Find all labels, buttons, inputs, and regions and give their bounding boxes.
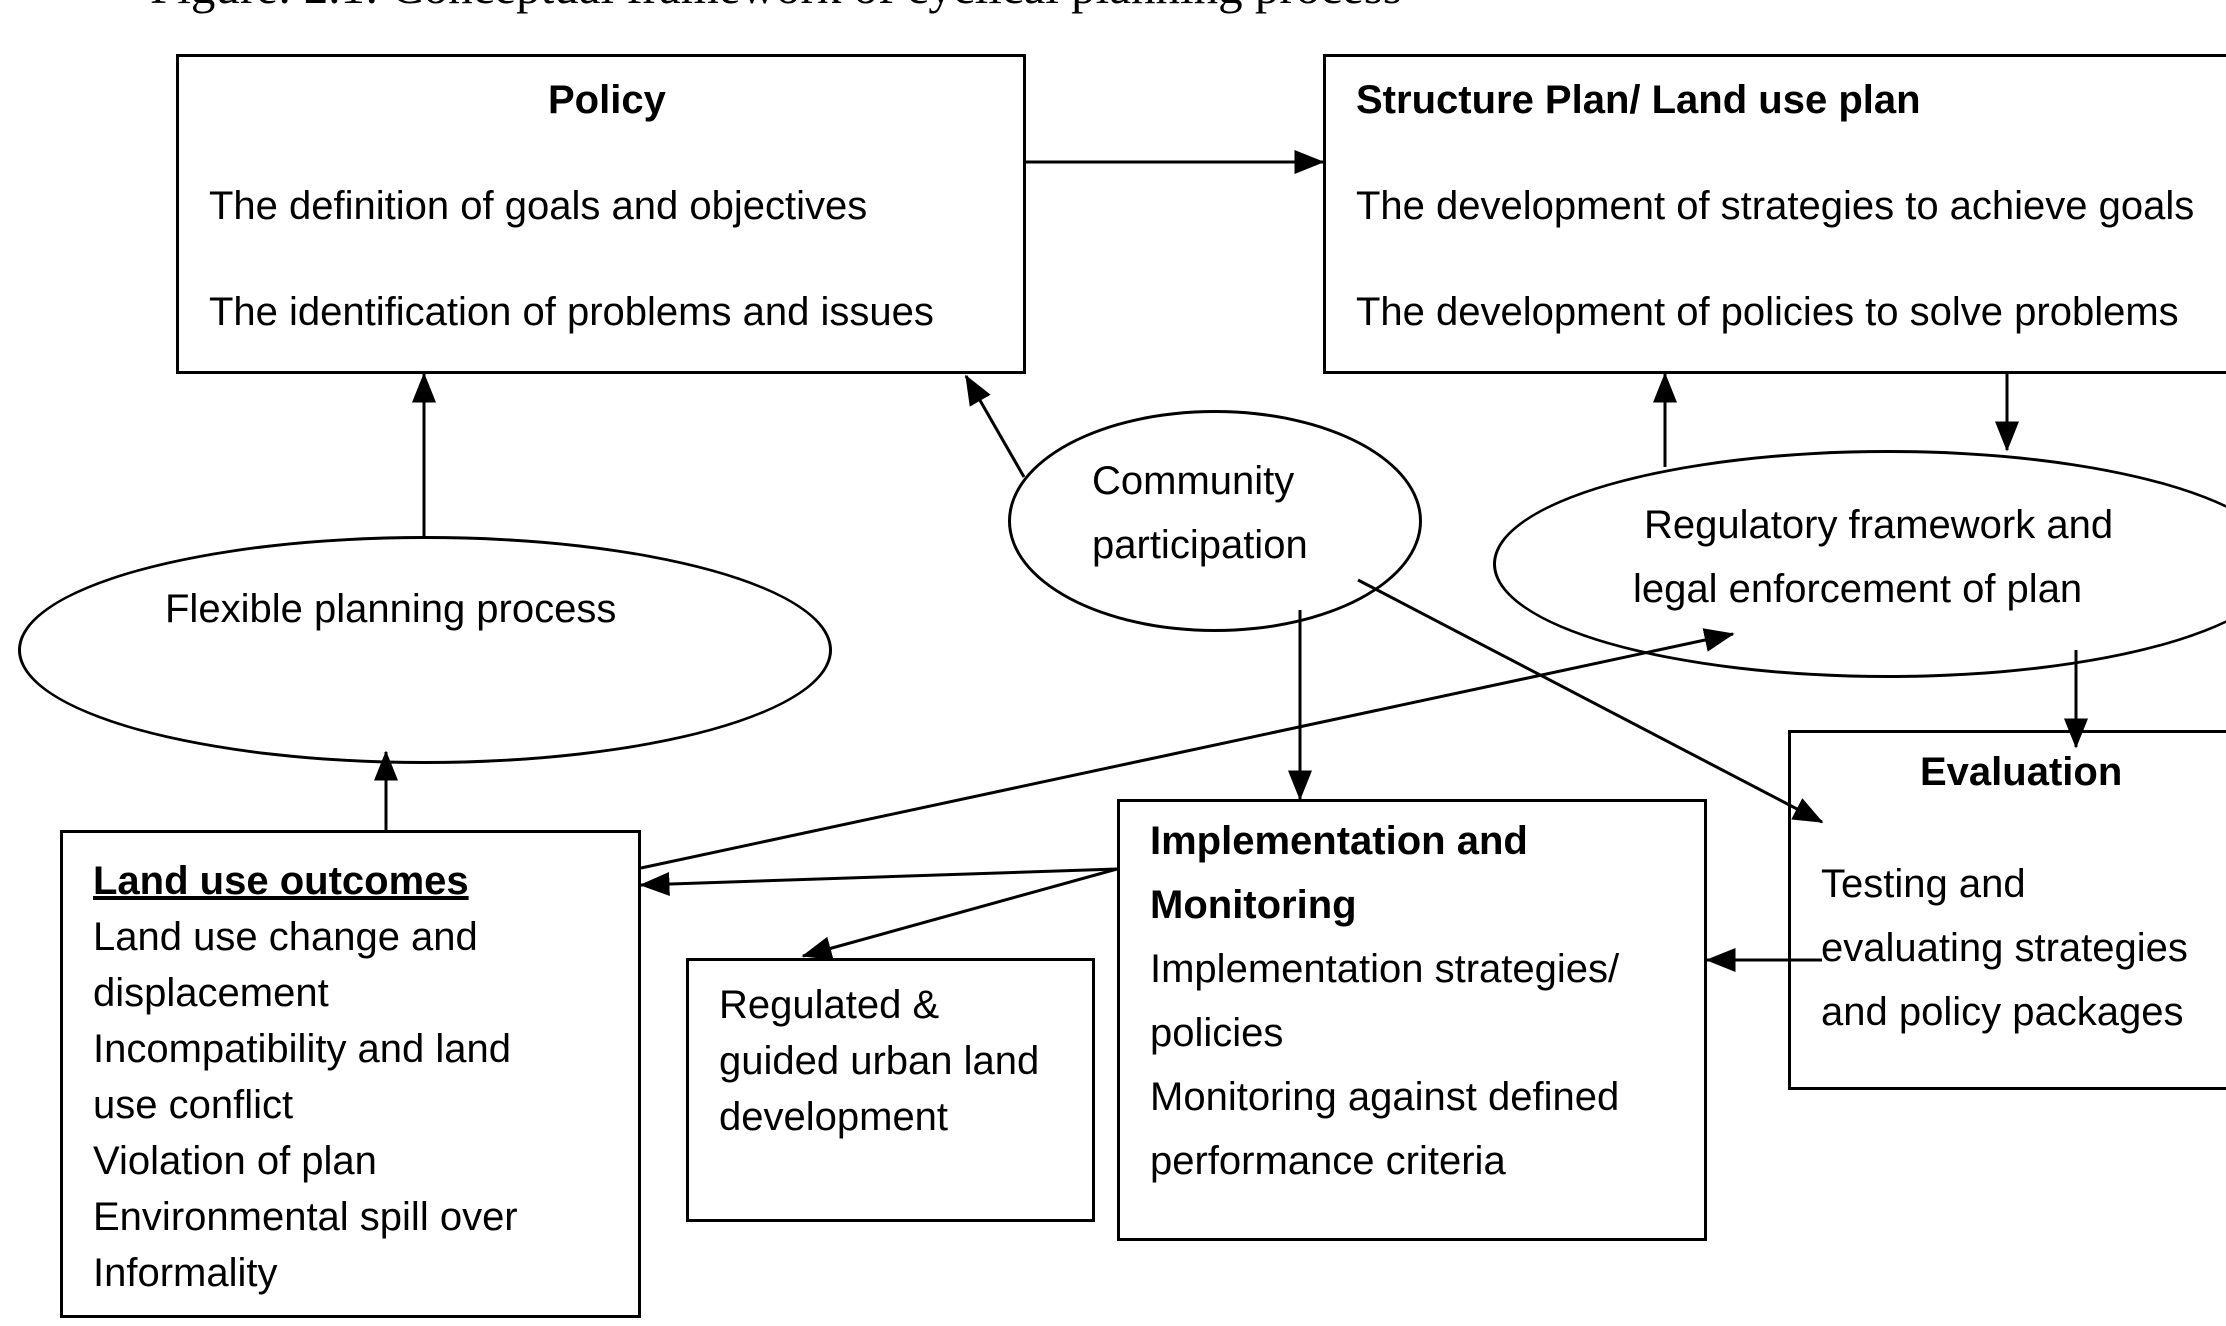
structure-plan-box: Structure Plan/ Land use plan The develo…: [1323, 54, 2226, 374]
arrow-outcomes-to-regulatory: [640, 628, 1735, 870]
evaluation-line: Testing and: [1821, 862, 2026, 906]
policy-box: Policy The definition of goals and objec…: [176, 54, 1026, 374]
outcomes-title: Land use outcomes: [93, 859, 469, 903]
regulated-line: development: [719, 1095, 949, 1139]
policy-title: Policy: [548, 78, 666, 122]
structure-plan-title: Structure Plan/ Land use plan: [1356, 78, 1921, 122]
flexible-label: Flexible planning process: [165, 587, 617, 631]
community-participation-ellipse: Community participation: [1008, 410, 1422, 632]
implementation-title: Monitoring: [1150, 883, 1357, 927]
evaluation-box: Evaluation Testing and evaluating strate…: [1788, 730, 2226, 1090]
land-use-outcomes-box: Land use outcomes Land use change and di…: [60, 830, 641, 1318]
regulated-line: guided urban land: [719, 1039, 1040, 1083]
implementation-line: Monitoring against defined: [1150, 1075, 1620, 1119]
structure-plan-line: The development of strategies to achieve…: [1356, 184, 2195, 228]
evaluation-line: evaluating strategies: [1821, 926, 2188, 970]
arrow-implementation-to-regulated: [801, 867, 1118, 960]
regulatory-line: Regulatory framework and: [1644, 503, 2114, 547]
outcomes-line: use conflict: [93, 1083, 294, 1127]
outcomes-line: Incompatibility and land: [93, 1027, 512, 1071]
implementation-line: performance criteria: [1150, 1139, 1506, 1183]
outcomes-line: Violation of plan: [93, 1139, 377, 1183]
implementation-monitoring-box: Implementation and Monitoring Implementa…: [1117, 799, 1707, 1241]
policy-line: The definition of goals and objectives: [209, 184, 868, 228]
regulated-line: Regulated &: [719, 983, 940, 1027]
arrow-implementation-to-outcomes: [639, 867, 1118, 897]
figure-caption: Figure: 2.1: Conceptual framework of cyc…: [150, 0, 1402, 15]
evaluation-title: Evaluation: [1920, 750, 2123, 794]
structure-plan-line: The development of policies to solve pro…: [1356, 290, 2179, 334]
regulatory-line: legal enforcement of plan: [1633, 567, 2083, 611]
arrow-community-to-policy: [964, 374, 1026, 478]
flexible-planning-ellipse: Flexible planning process: [18, 536, 832, 764]
regulated-development-box: Regulated & guided urban land developmen…: [686, 958, 1095, 1222]
community-line: participation: [1092, 523, 1308, 567]
outcomes-line: Land use change and: [93, 915, 478, 959]
implementation-line: policies: [1150, 1011, 1284, 1055]
outcomes-line: Informality: [93, 1251, 278, 1295]
regulatory-framework-ellipse: Regulatory framework and legal enforceme…: [1493, 450, 2226, 678]
community-line: Community: [1092, 459, 1295, 503]
policy-line: The identification of problems and issue…: [209, 290, 934, 334]
outcomes-line: displacement: [93, 971, 329, 1015]
arrow-community-to-evaluation: [1357, 578, 1824, 824]
evaluation-line: and policy packages: [1821, 990, 2184, 1034]
implementation-line: Implementation strategies/: [1150, 947, 1620, 991]
implementation-title: Implementation and: [1150, 819, 1528, 863]
outcomes-line: Environmental spill over: [93, 1195, 518, 1239]
